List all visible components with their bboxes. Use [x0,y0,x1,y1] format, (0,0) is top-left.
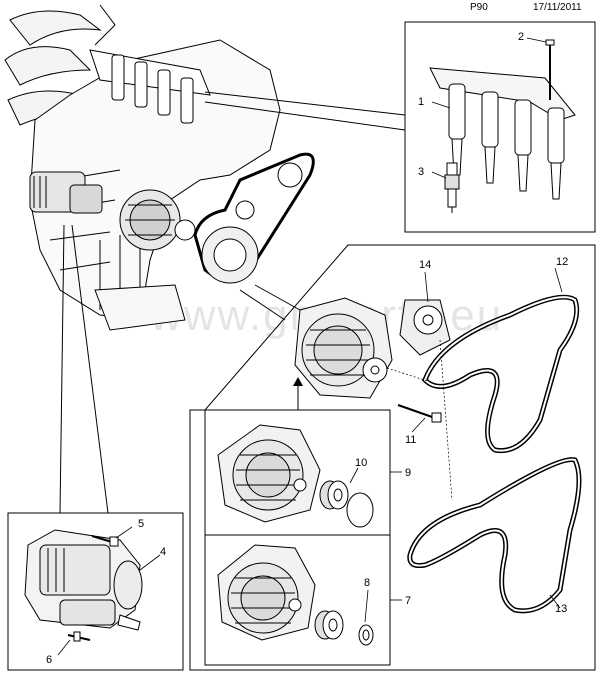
engine-belt [193,152,315,284]
callout-8-line [364,589,369,623]
belt-leader-2 [239,289,286,321]
callout-11: 11 [405,434,416,446]
coil-bolt [545,39,555,100]
callout-10-line [349,467,359,484]
ignition-coil-assembly [429,67,576,200]
alternator-variant-a [217,424,321,523]
diagram-code: P90 [470,2,488,13]
starter-leader-right [71,224,109,514]
drive-belt-lower [407,457,582,614]
callout-2: 2 [518,31,524,43]
callout-3: 3 [418,166,424,178]
callout-9: 9 [405,467,411,479]
engine-alternator [119,189,196,251]
engine-assembly [4,4,315,331]
drive-belt-upper [422,294,580,454]
starter-bolt [91,535,119,547]
callout-14: 14 [419,259,431,271]
callout-10: 10 [355,457,367,469]
starter-callout-lines [57,526,161,656]
engine-starter [29,171,103,214]
belt-leader [254,284,301,311]
starter-stud [67,631,91,642]
spark-plug [444,162,460,213]
callout-12: 12 [556,256,568,268]
starter-detail-box [7,512,184,671]
callout-6: 6 [46,654,52,666]
callout-1: 1 [418,96,424,108]
callout-8: 8 [364,577,370,589]
callout-13: 13 [555,603,567,615]
engine-coil-pack [111,54,194,124]
callout-7: 7 [405,595,411,607]
alignment-lines [386,339,453,501]
belt-callout-lines [411,267,563,609]
diagram-date: 17/11/2011 [533,2,582,13]
callout-5: 5 [138,518,144,530]
ignition-callout-lines [431,37,547,179]
alternator-pulley-a [319,480,374,528]
alternator-bolt [397,404,442,423]
belt-tensioner [399,299,451,356]
alternator-main [294,297,393,399]
ignition-leader-bottom [204,101,406,131]
alternator-pulley-b [314,610,374,646]
callout-4: 4 [160,546,166,558]
starter-leader-left [59,224,65,514]
alternator-variant-b [217,544,316,641]
starter-motor [24,529,143,631]
ignition-detail-box [404,21,596,233]
ignition-leader-top [204,91,406,116]
variant-arrow [293,377,303,410]
